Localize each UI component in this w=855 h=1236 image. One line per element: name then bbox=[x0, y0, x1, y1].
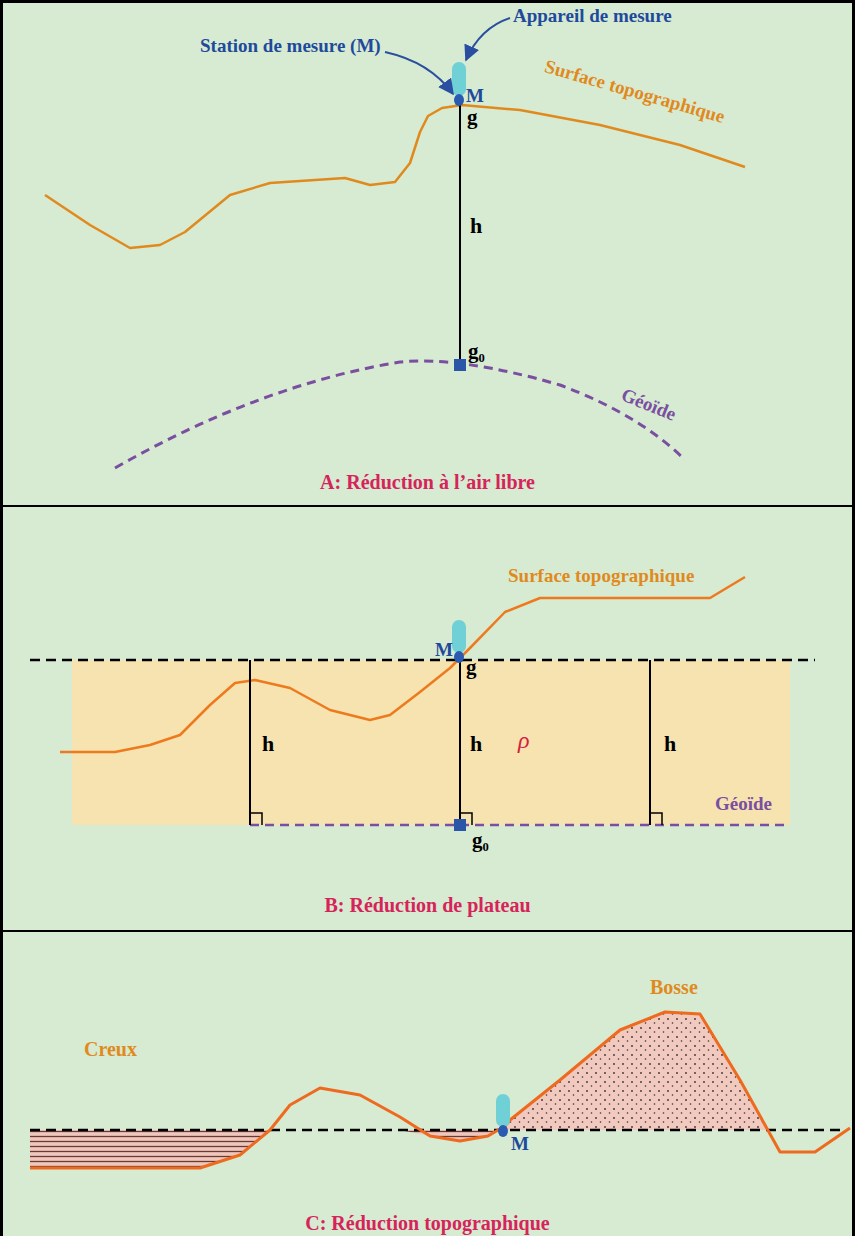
figure-label: Creux bbox=[84, 1038, 137, 1060]
panel-caption: C: Réduction topographique bbox=[3, 1212, 852, 1234]
figure-label: h bbox=[262, 732, 274, 756]
figure-label: ρ bbox=[518, 727, 530, 753]
figure-label: Géoïde bbox=[715, 794, 772, 815]
figure-label: M bbox=[511, 1134, 529, 1155]
figure-label: h bbox=[470, 214, 482, 238]
panel: C: Réduction topographique bbox=[0, 930, 855, 1236]
figure-label: Bosse bbox=[650, 976, 698, 998]
figure-label: Station de mesure (M) bbox=[200, 36, 381, 57]
figure-label: M bbox=[466, 86, 484, 107]
panel-caption: A: Réduction à l’air libre bbox=[3, 471, 852, 493]
figure-label: h bbox=[664, 732, 676, 756]
panel-caption: B: Réduction de plateau bbox=[3, 894, 852, 916]
figure-label: g bbox=[466, 656, 477, 679]
figure-label: h bbox=[470, 732, 482, 756]
figure-label: g bbox=[467, 106, 478, 129]
panel: A: Réduction à l’air libre bbox=[0, 0, 855, 505]
panel: B: Réduction de plateau bbox=[0, 505, 855, 930]
figure-label: Appareil de mesure bbox=[513, 6, 672, 27]
figure-label: Surface topographique bbox=[508, 566, 694, 587]
figure-label: M bbox=[435, 640, 453, 661]
figure-label: g₀ bbox=[472, 829, 489, 852]
figure-label: Géoïde bbox=[618, 385, 679, 426]
figure-label: g₀ bbox=[468, 340, 485, 363]
figure-label: Surface topographique bbox=[542, 56, 727, 127]
